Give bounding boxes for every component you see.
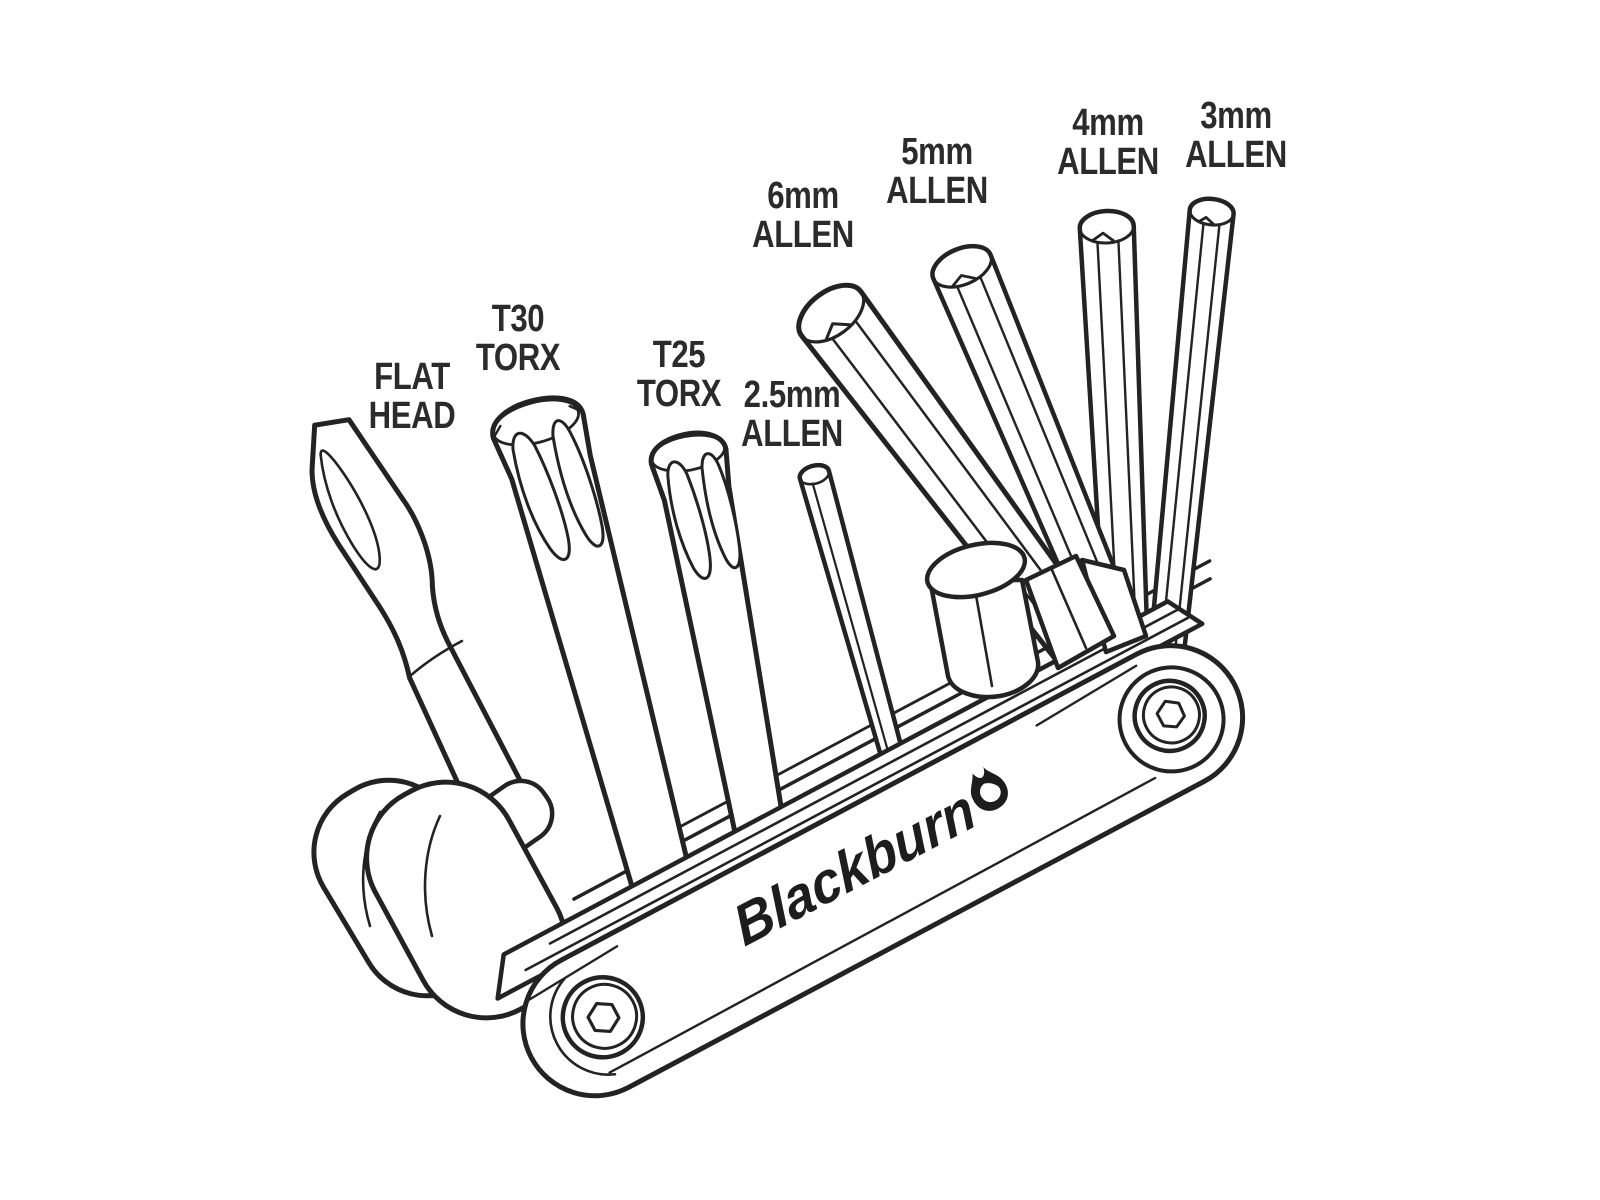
blackburn-flame-icon xyxy=(970,767,1008,811)
brand-logo: Blackburn xyxy=(722,759,1023,959)
label-2-5mm-allen: 2.5mm ALLEN xyxy=(741,374,843,455)
bit-t25-torx xyxy=(648,430,795,891)
folded-bits-left xyxy=(311,777,568,1021)
label-t25-torx: T25 TORX xyxy=(636,334,722,415)
pivot-boss-right xyxy=(1117,665,1226,774)
label-t30-torx: T30 TORX xyxy=(475,298,561,379)
bit-allen-3mm xyxy=(1147,196,1236,653)
pivot-bolt-right xyxy=(1132,678,1207,754)
bit-allen-6mm xyxy=(796,282,1106,669)
label-3mm-allen: 3mm ALLEN xyxy=(1185,95,1287,176)
hex-socket-icon xyxy=(586,1001,621,1034)
tool-body xyxy=(495,599,1246,1099)
label-4mm-allen: 4mm ALLEN xyxy=(1057,102,1159,183)
body-front-face xyxy=(520,643,1246,1099)
bit-t30-torx xyxy=(490,395,700,923)
folded-bits-right xyxy=(924,540,1149,700)
label-5mm-allen: 5mm ALLEN xyxy=(886,131,988,212)
label-6mm-allen: 6mm ALLEN xyxy=(752,175,854,256)
label-flat-head: FLAT HEAD xyxy=(368,356,456,437)
bit-allen-2-5mm xyxy=(797,462,905,761)
pivot-bolt-left xyxy=(560,975,646,1060)
hex-socket-icon xyxy=(1155,699,1186,729)
